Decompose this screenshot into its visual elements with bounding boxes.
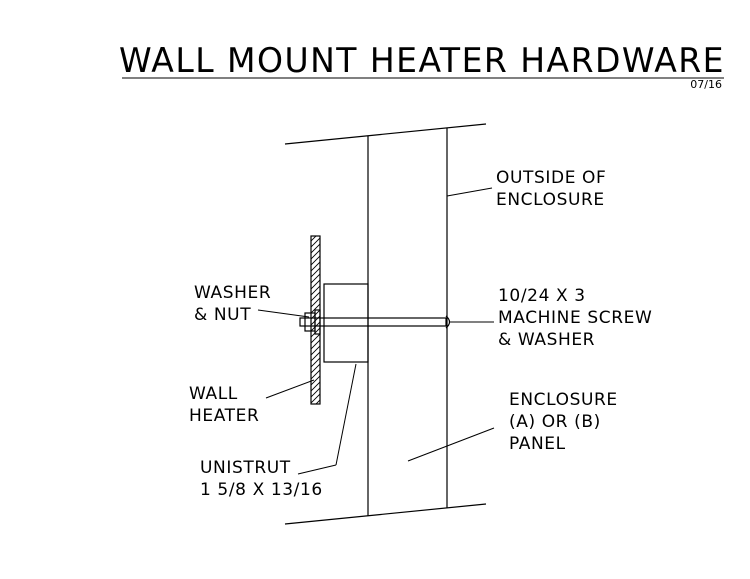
- label-unistrut: UNISTRUT 1 5/8 X 13/16: [200, 458, 323, 500]
- page-title: WALL MOUNT HEATER HARDWARE: [119, 41, 725, 81]
- leader-unistrut-vertical: [335, 363, 357, 466]
- enclosure-top-edge: [284, 123, 487, 145]
- label-enclosure-panel: ENCLOSURE (A) OR (B) PANEL: [509, 390, 624, 454]
- unistrut-channel: [323, 283, 369, 363]
- leader-enclosure-panel: [407, 427, 495, 462]
- drawing-date: 07/16: [690, 78, 722, 91]
- washer: [314, 309, 321, 335]
- leader-washer-nut: [257, 309, 310, 318]
- machine-screw-shaft: [299, 317, 447, 327]
- leader-unistrut: [297, 464, 337, 475]
- label-outside-of-enclosure: OUTSIDE OF ENCLOSURE: [496, 168, 612, 210]
- leader-wall-heater: [265, 379, 315, 399]
- label-wall-heater: WALL HEATER: [189, 384, 259, 426]
- label-machine-screw: 10/24 X 3 MACHINE SCREW & WASHER: [498, 286, 658, 350]
- enclosure-bottom-edge: [284, 503, 487, 525]
- leader-outside-enclosure: [446, 187, 493, 197]
- label-washer-nut: WASHER & NUT: [194, 283, 277, 325]
